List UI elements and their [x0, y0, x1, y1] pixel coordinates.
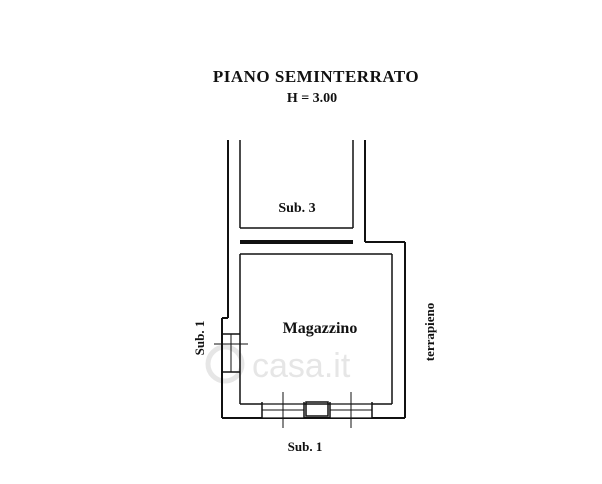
- wall-pillar: [305, 401, 329, 417]
- side-label-right: terrapieno: [422, 303, 437, 361]
- watermark-text: casa.it: [252, 347, 351, 385]
- room-label-sub3: Sub. 3: [278, 201, 315, 216]
- upper-area-walls: [227, 140, 405, 244]
- height-label: H = 3.00: [287, 91, 337, 106]
- room-label-magazzino: Magazzino: [283, 320, 358, 337]
- plan-title: PIANO SEMINTERRATO: [213, 67, 419, 86]
- left-opening: [214, 333, 248, 373]
- bottom-windows: [261, 392, 373, 428]
- side-label-bottom: Sub. 1: [288, 439, 323, 454]
- side-label-left: Sub. 1: [192, 321, 207, 356]
- watermark: casa.it: [205, 344, 351, 385]
- main-room-walls: [221, 238, 406, 419]
